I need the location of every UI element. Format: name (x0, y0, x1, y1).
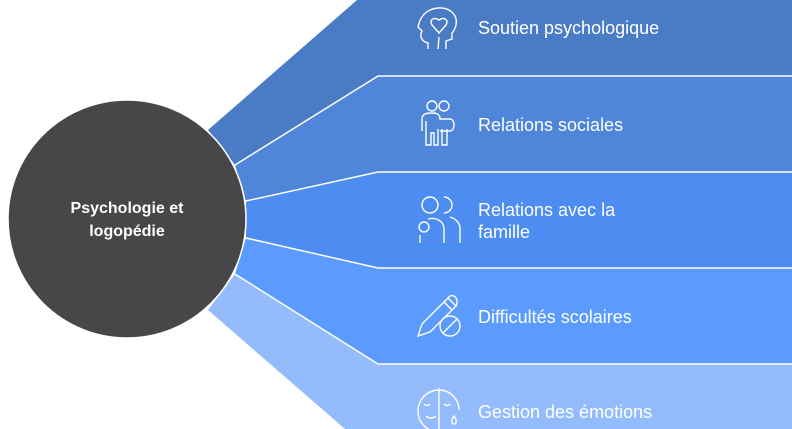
pencil-no-icon (416, 294, 461, 338)
head-heart-icon (417, 7, 457, 50)
people-embrace-icon (421, 100, 455, 146)
branch-shape-5 (208, 274, 792, 429)
branch-label-4: Difficultés scolaires (478, 307, 632, 327)
branch-shape-2 (235, 76, 792, 201)
family-icon (418, 196, 461, 243)
center-circle (7, 99, 247, 339)
branch-shape-4 (235, 238, 792, 364)
branch-label-3-line1: Relations avec la (478, 200, 616, 220)
branch-label-3: Relations avec la famille (478, 199, 615, 243)
branch-label-1: Soutien psychologique (478, 18, 660, 38)
branch-label-2: Relations sociales (478, 115, 624, 135)
emotion-mask-icon (417, 388, 460, 429)
branch-shape-1 (208, 0, 792, 165)
branch-shape-3 (246, 172, 792, 268)
center-label: Psychologie et logopédie (37, 197, 217, 243)
branch-label-3-line2: famille (478, 222, 531, 242)
center-label-line1: Psychologie et (70, 200, 184, 217)
branch-label-5: Gestion des émotions (478, 402, 653, 422)
center-label-line2: logopédie (89, 223, 165, 240)
